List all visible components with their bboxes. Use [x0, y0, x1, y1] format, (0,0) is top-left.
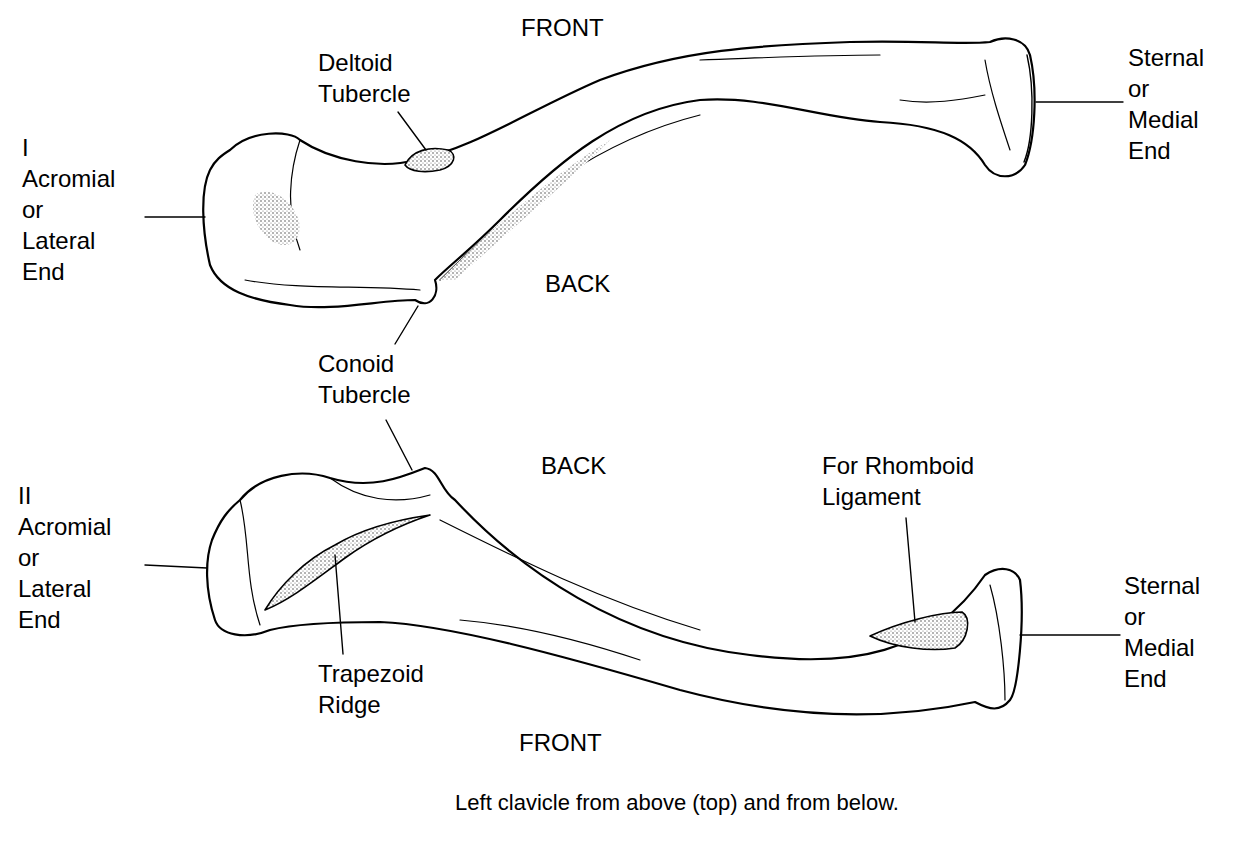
- part-label: Trapezoid Ridge: [318, 658, 424, 720]
- sternal-facet: [1024, 55, 1032, 162]
- trapezoid-ridge: [265, 515, 430, 610]
- clavicle-superior-view: [203, 38, 1034, 307]
- part-label: I Acromial or Lateral End: [22, 132, 115, 287]
- part-label: Sternal or Medial End: [1124, 570, 1200, 694]
- part-label: II Acromial or Lateral End: [18, 480, 111, 635]
- part-label: Conoid Tubercle: [318, 348, 410, 410]
- side-label: FRONT: [521, 12, 604, 43]
- side-label: BACK: [545, 268, 610, 299]
- stippling: [253, 140, 610, 280]
- side-label: BACK: [541, 450, 606, 481]
- figure-caption: Left clavicle from above (top) and from …: [455, 789, 899, 817]
- part-label: Sternal or Medial End: [1128, 42, 1204, 166]
- part-label: For Rhomboid Ligament: [822, 450, 1032, 512]
- deltoid-tubercle: [405, 149, 454, 172]
- part-label: Deltoid Tubercle: [318, 47, 410, 109]
- leader-lines: [145, 102, 1123, 654]
- rhomboid-impression: [870, 612, 968, 650]
- side-label: FRONT: [519, 727, 602, 758]
